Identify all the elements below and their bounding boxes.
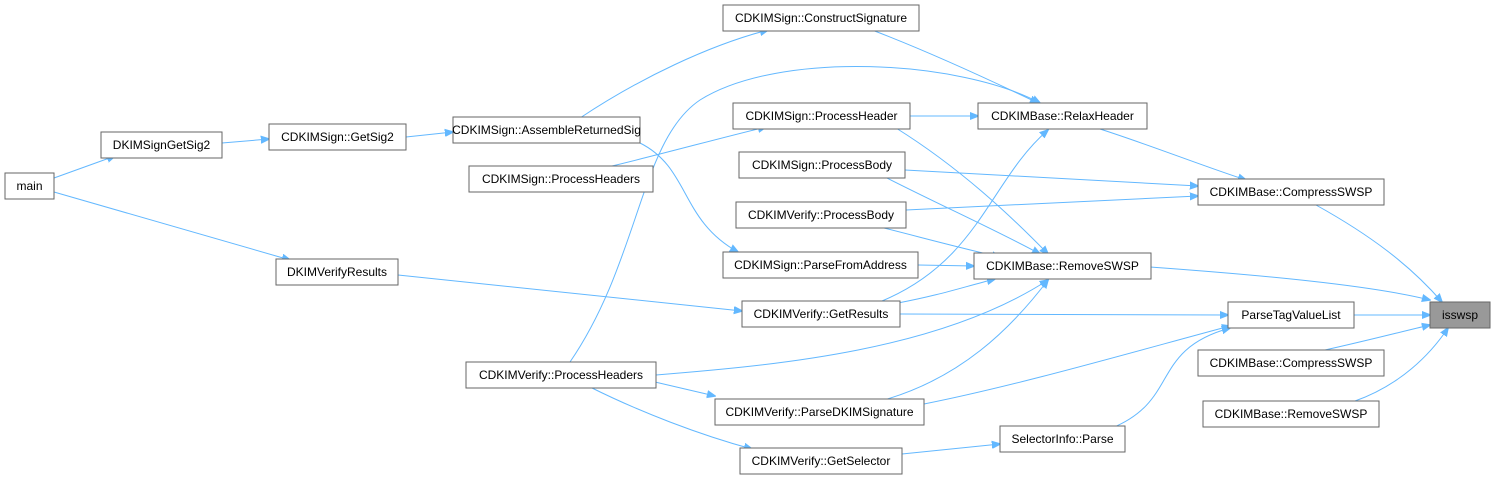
node-label: main	[16, 179, 42, 193]
node-label: isswsp	[1442, 308, 1478, 322]
node-dkimverifyresults[interactable]: DKIMVerifyResults	[275, 258, 399, 286]
node-label: CDKIMBase::RelaxHeader	[991, 109, 1134, 123]
node-label: CDKIMVerify::ParseDKIMSignature	[725, 405, 913, 419]
edge-relaxheader-compressswsp	[1099, 128, 1246, 180]
node-signprocessheaders[interactable]: CDKIMSign::ProcessHeaders	[468, 165, 654, 193]
node-label: CDKIMSign::ParseFromAddress	[734, 258, 907, 272]
edge-parsedkimsig-parsetagvaluelist	[923, 326, 1230, 405]
node-verifyprocessheaders[interactable]: CDKIMVerify::ProcessHeaders	[465, 361, 657, 389]
edge-constructsig-relaxheader	[871, 29, 1038, 103]
edge-compressswsp2-isswsp	[1324, 325, 1430, 351]
edge-parsefromaddress-removeswsp	[917, 265, 974, 266]
node-label: ParseTagValueList	[1241, 308, 1341, 322]
edge-signprocessheader-removeswsp	[895, 127, 1048, 254]
node-dkimsigngetsig2[interactable]: DKIMSignGetSig2	[100, 131, 223, 159]
node-label: CDKIMVerify::ProcessHeaders	[479, 368, 643, 382]
node-label: CDKIMVerify::ProcessBody	[748, 208, 894, 222]
node-constructsig[interactable]: CDKIMSign::ConstructSignature	[722, 4, 920, 32]
node-label: CDKIMSign::AssembleReturnedSig	[452, 123, 641, 137]
node-label: CDKIMBase::RemoveSWSP	[986, 259, 1139, 273]
edges	[53, 29, 1448, 455]
node-selectorparse[interactable]: SelectorInfo::Parse	[999, 425, 1126, 453]
edge-getselector-selectorparse	[901, 444, 1000, 455]
node-getresults[interactable]: CDKIMVerify::GetResults	[741, 300, 901, 328]
node-removeswsp[interactable]: CDKIMBase::RemoveSWSP	[973, 252, 1152, 280]
edge-selectorparse-parsetagvaluelist	[1111, 328, 1230, 429]
node-label: DKIMVerifyResults	[287, 265, 387, 279]
node-parsetagvaluelist[interactable]: ParseTagValueList	[1227, 301, 1355, 329]
node-signprocessheader[interactable]: CDKIMSign::ProcessHeader	[732, 102, 911, 130]
edge-compressswsp-isswsp	[1315, 204, 1442, 302]
node-label: CDKIMSign::GetSig2	[281, 130, 394, 144]
node-compressswsp-2[interactable]: CDKIMBase::CompressSWSP	[1197, 349, 1385, 377]
edge-getsig2-assemble	[405, 132, 453, 138]
edge-getresults-removeswsp	[897, 279, 995, 304]
node-label: CDKIMBase::CompressSWSP	[1210, 185, 1373, 199]
node-label: CDKIMSign::ProcessHeaders	[482, 172, 640, 186]
node-verifyprocessbody[interactable]: CDKIMVerify::ProcessBody	[735, 201, 907, 229]
edge-assemble-parsefromaddress	[639, 142, 738, 252]
node-label: DKIMSignGetSig2	[113, 138, 211, 152]
edge-dkimverifyresults-getresults	[397, 274, 742, 311]
edge-removeswsp2-isswsp	[1354, 328, 1448, 402]
edge-signprocessheaders-signprocessheader	[611, 127, 766, 167]
edge-verifyprocessheaders-relaxheader	[569, 65, 1040, 363]
edge-getresults-relaxheader	[881, 130, 1048, 302]
edge-getresults-parsetagvaluelist	[899, 314, 1228, 315]
node-isswsp[interactable]: isswsp	[1429, 301, 1491, 329]
node-removeswsp-2[interactable]: CDKIMBase::RemoveSWSP	[1202, 400, 1380, 428]
node-label: CDKIMVerify::GetResults	[754, 307, 889, 321]
edge-dkimsigngetsig2-getsig2	[221, 139, 269, 143]
node-label: CDKIMSign::ProcessHeader	[745, 109, 897, 123]
node-label: SelectorInfo::Parse	[1011, 432, 1113, 446]
edge-main-dkimverifyresults	[53, 191, 290, 260]
edge-assemble-constructsig	[579, 30, 768, 119]
node-label: CDKIMSign::ProcessBody	[752, 158, 892, 172]
node-label: CDKIMBase::RemoveSWSP	[1215, 407, 1368, 421]
node-assemble[interactable]: CDKIMSign::AssembleReturnedSig	[452, 116, 641, 144]
node-label: CDKIMBase::CompressSWSP	[1210, 356, 1373, 370]
edge-verifyprocessheaders-removeswsp	[655, 280, 1048, 376]
edge-signprocessbody-compressswsp	[904, 169, 1198, 186]
node-getselector[interactable]: CDKIMVerify::GetSelector	[739, 447, 903, 475]
edge-verifyprocessheaders-getselector	[589, 386, 752, 449]
node-main[interactable]: main	[4, 172, 55, 200]
edge-removeswsp-isswsp	[1149, 266, 1430, 300]
edge-main-dkimsigngetsig2	[53, 156, 115, 179]
node-parsefromaddress[interactable]: CDKIMSign::ParseFromAddress	[722, 251, 919, 279]
edge-verifyprocessheaders-parsedkimsig	[654, 381, 715, 396]
node-parsedkimsig[interactable]: CDKIMVerify::ParseDKIMSignature	[714, 398, 925, 426]
node-getsig2[interactable]: CDKIMSign::GetSig2	[268, 123, 407, 151]
node-compressswsp[interactable]: CDKIMBase::CompressSWSP	[1197, 178, 1385, 206]
node-relaxheader[interactable]: CDKIMBase::RelaxHeader	[977, 102, 1148, 130]
node-label: CDKIMVerify::GetSelector	[752, 454, 891, 468]
edge-verifyprocessbody-compressswsp	[905, 196, 1198, 211]
edge-signprocessbody-removeswsp	[886, 177, 1040, 254]
edge-parsedkimsig-removeswsp	[883, 280, 1048, 401]
node-signprocessbody[interactable]: CDKIMSign::ProcessBody	[738, 151, 906, 179]
node-label: CDKIMSign::ConstructSignature	[735, 11, 907, 25]
